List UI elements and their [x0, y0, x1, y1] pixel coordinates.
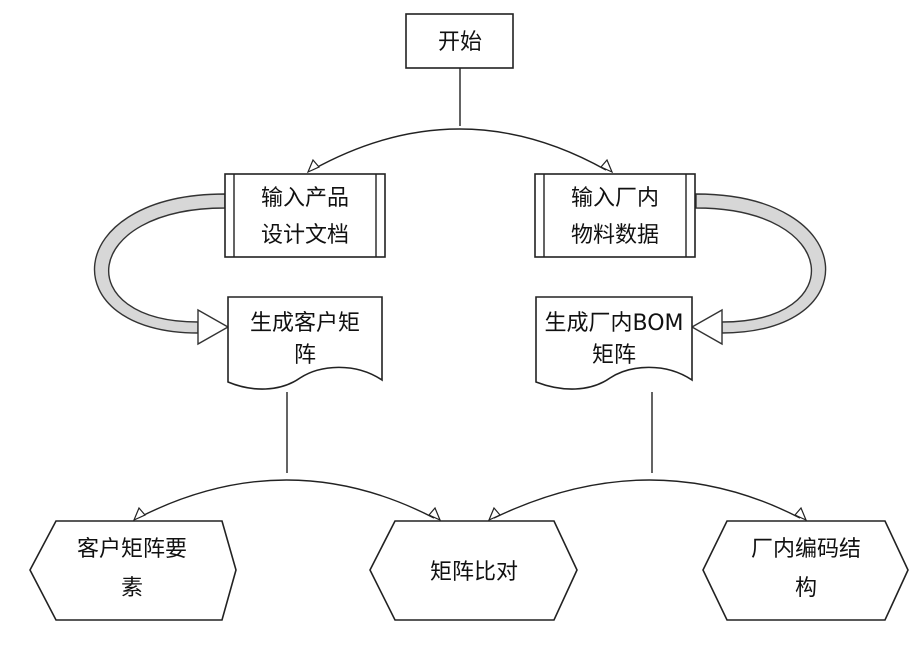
node-input-factory-material: 输入厂内 物料数据 — [535, 174, 695, 257]
node-input-factory-material-line2: 物料数据 — [571, 223, 659, 248]
node-factory-code-structure-line2: 构 — [795, 576, 817, 601]
node-generate-bom-matrix-line1: 生成厂内BOM — [544, 311, 683, 336]
arrowhead-to-code-structure — [795, 508, 806, 520]
node-matrix-compare-label: 矩阵比对 — [430, 560, 518, 585]
connector-customer-split — [134, 392, 440, 520]
node-customer-matrix-elements-line2: 素 — [121, 576, 143, 601]
node-generate-bom-matrix-line2: 矩阵 — [592, 343, 636, 368]
node-generate-customer-matrix-line1: 生成客户矩 — [250, 311, 360, 336]
node-generate-customer-matrix-line2: 阵 — [294, 343, 316, 368]
arrowhead-to-input-docs — [308, 160, 319, 172]
node-start-label: 开始 — [438, 30, 482, 55]
node-start: 开始 — [406, 14, 513, 68]
arrowhead-to-customer-elements — [134, 508, 145, 520]
node-generate-bom-matrix: 生成厂内BOM 矩阵 — [536, 297, 692, 389]
node-input-product-docs-line2: 设计文档 — [261, 223, 349, 248]
node-input-product-docs: 输入产品 设计文档 — [225, 174, 385, 257]
node-customer-matrix-elements: 客户矩阵要 素 — [30, 521, 236, 620]
node-matrix-compare: 矩阵比对 — [370, 521, 577, 620]
node-customer-matrix-elements-line1: 客户矩阵要 — [77, 537, 187, 562]
node-factory-code-structure-line1: 厂内编码结 — [751, 537, 861, 562]
arrowhead-to-compare-left — [429, 508, 440, 520]
connector-bom-split — [489, 392, 806, 520]
node-input-factory-material-line1: 输入厂内 — [571, 186, 659, 211]
node-factory-code-structure: 厂内编码结 构 — [703, 521, 908, 620]
node-input-product-docs-line1: 输入产品 — [261, 186, 349, 211]
node-generate-customer-matrix: 生成客户矩 阵 — [228, 297, 382, 389]
curved-arrow-material-to-bom-matrix — [692, 194, 826, 344]
arrowhead-to-input-material — [601, 160, 612, 172]
connector-start-split — [308, 68, 612, 172]
curved-arrow-docs-to-customer-matrix — [95, 194, 228, 344]
